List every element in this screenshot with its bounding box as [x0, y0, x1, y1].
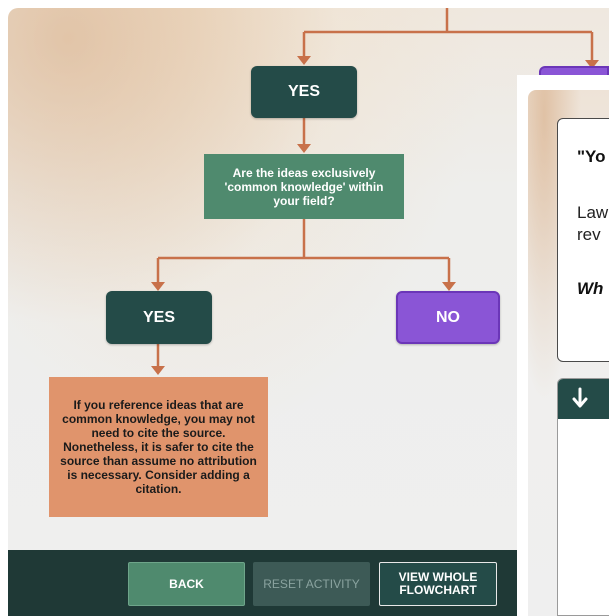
yes-node-left[interactable]: YES [106, 291, 212, 344]
popup-quote-heading: "Yo [577, 147, 606, 166]
view-whole-flowchart-button[interactable]: VIEW WHOLE FLOWCHART [379, 562, 497, 606]
popup-expand-section[interactable] [557, 378, 609, 616]
flowchart-panel: YES Are the ideas exclusively 'common kn… [8, 8, 609, 616]
reset-activity-button[interactable]: RESET ACTIVITY [253, 562, 370, 606]
no-node-right[interactable]: NO [396, 291, 500, 344]
yes-node-top[interactable]: YES [251, 66, 357, 118]
popup-quote-card: "Yo Law rev Wh [557, 118, 609, 362]
flowchart-connectors [151, 8, 599, 375]
question-node: Are the ideas exclusively 'common knowle… [204, 154, 404, 219]
popup-emphasis-text: Wh [577, 279, 604, 298]
back-button[interactable]: BACK [128, 562, 245, 606]
bottom-control-bar: BACK RESET ACTIVITY VIEW WHOLE FLOWCHART [8, 550, 609, 616]
arrow-down-icon [572, 387, 588, 408]
result-node: If you reference ideas that are common k… [49, 377, 268, 517]
popup-body-line-1: Law [577, 203, 609, 222]
popup-body-line-2: rev [577, 225, 601, 244]
popup-section-header[interactable] [558, 379, 609, 419]
